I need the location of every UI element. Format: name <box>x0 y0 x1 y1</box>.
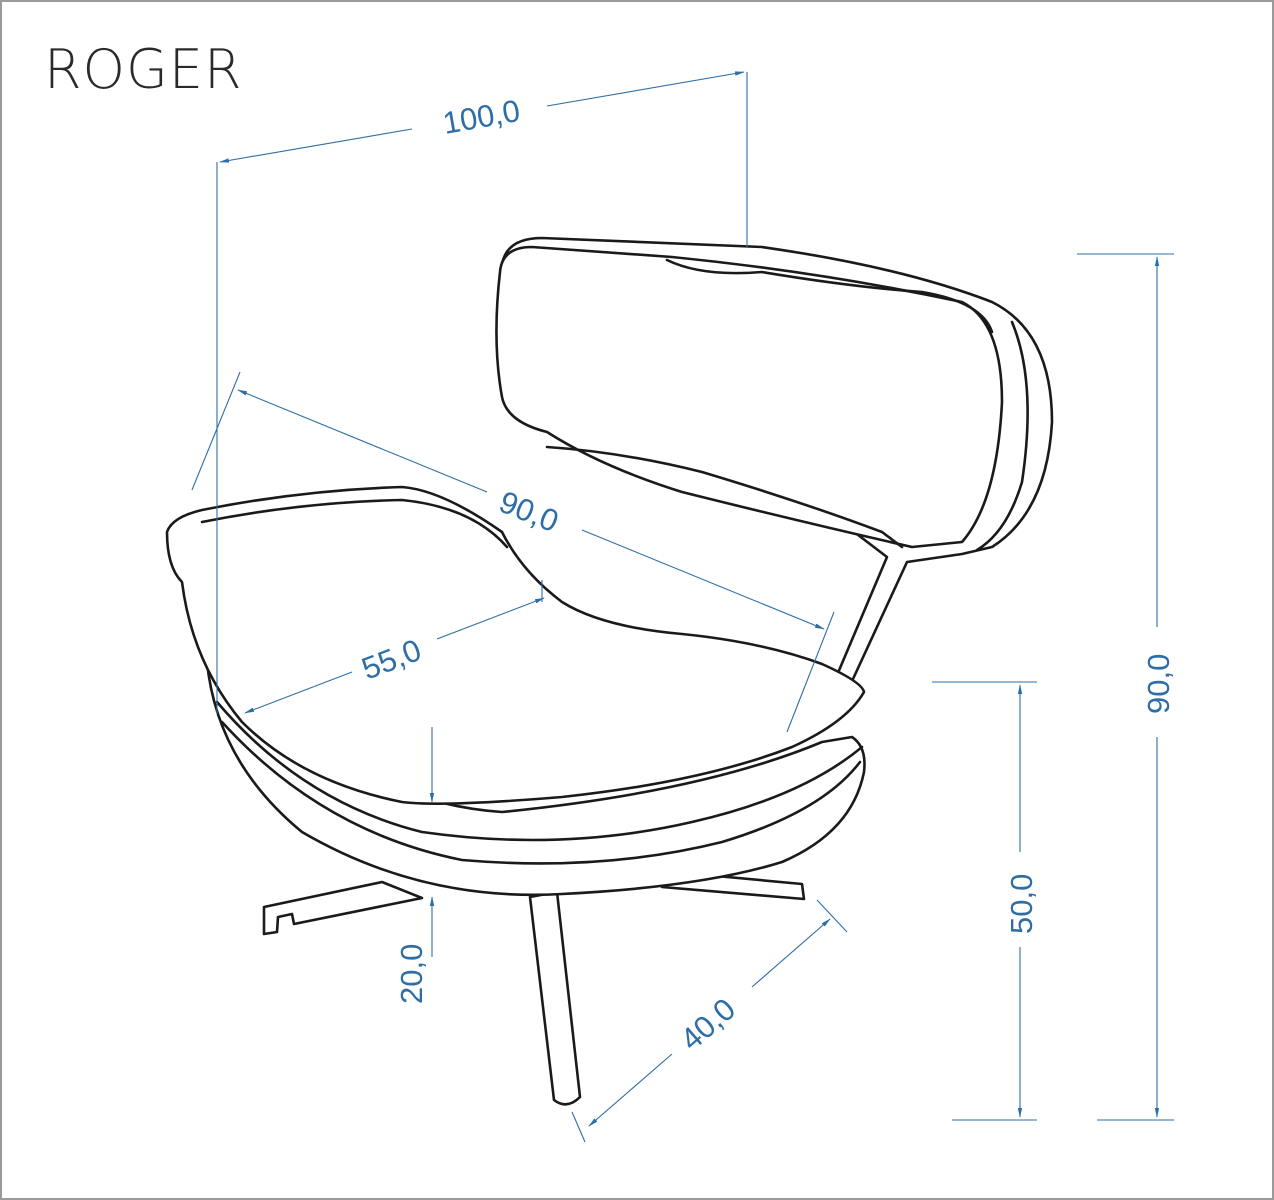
dim-width-label: 100,0 <box>440 93 522 141</box>
dim-seat-cushion-label: 20,0 <box>394 944 429 1004</box>
chair-leg-front <box>528 890 582 1106</box>
dim-seat-height-label: 50,0 <box>1004 874 1039 934</box>
dim-height-total-label: 90,0 <box>1141 654 1176 714</box>
dim-depth-label: 90,0 <box>494 484 563 539</box>
dim-base-label: 40,0 <box>674 991 743 1057</box>
chair-shell <box>205 660 866 897</box>
product-title: ROGER <box>44 38 243 101</box>
chair-backrest <box>495 245 1004 549</box>
chair-leg-left <box>262 880 424 936</box>
chair-seat-cushion <box>165 485 866 805</box>
dim-width-line-b <box>546 72 744 107</box>
chair-outline <box>165 236 1054 1106</box>
dimension-lines <box>191 72 1174 1143</box>
dim-width-line-a <box>220 128 413 162</box>
